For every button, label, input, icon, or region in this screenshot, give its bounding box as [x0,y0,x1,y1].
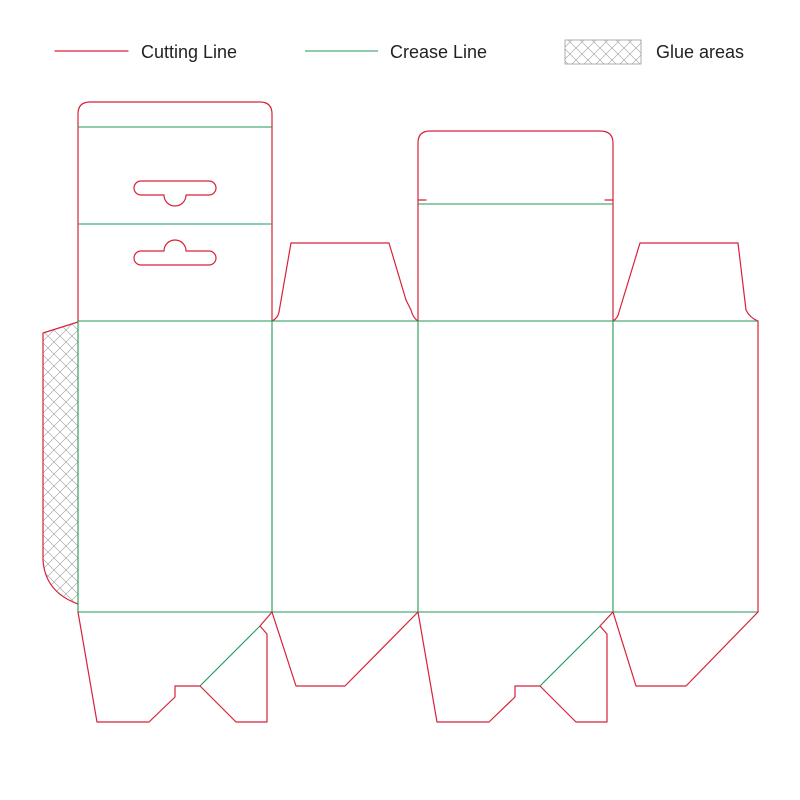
glue-area-label: Glue areas [656,42,744,62]
bottom-lock-outline-2 [417,611,614,723]
top-closure-flap [417,130,614,322]
bottom-lock-crease-2 [539,625,601,687]
crease-line-label: Crease Line [390,42,487,62]
legend-item-cutting: Cutting Line [54,42,237,62]
top-dust-flap-right [612,242,759,322]
cutting-line-label: Cutting Line [141,42,237,62]
legend: Cutting Line Crease Line Glue areas [54,39,744,65]
bottom-dust-flap-1 [271,611,419,687]
legend-item-crease: Crease Line [305,42,487,62]
top-dust-flap-left [271,242,419,322]
legend-item-glue: Glue areas [564,39,744,65]
bottom-lock-outline-1 [77,611,273,723]
glue-area [43,322,78,604]
bottom-dust-flap-2 [612,611,759,687]
hang-hole-upper [133,180,217,207]
body-panels [77,320,759,613]
glue-flap-outline [42,321,79,605]
hanger-panel-outline [77,101,273,322]
top-closure-outline [417,130,614,322]
glue-area-swatch [564,39,642,65]
glue-flap [42,321,79,605]
hanger-panel [77,101,273,322]
hang-hole-lower [133,239,217,266]
bottom-lock-crease-1 [199,625,261,687]
bottom-lock-flap-2 [417,611,614,723]
bottom-lock-flap-1 [77,611,273,723]
